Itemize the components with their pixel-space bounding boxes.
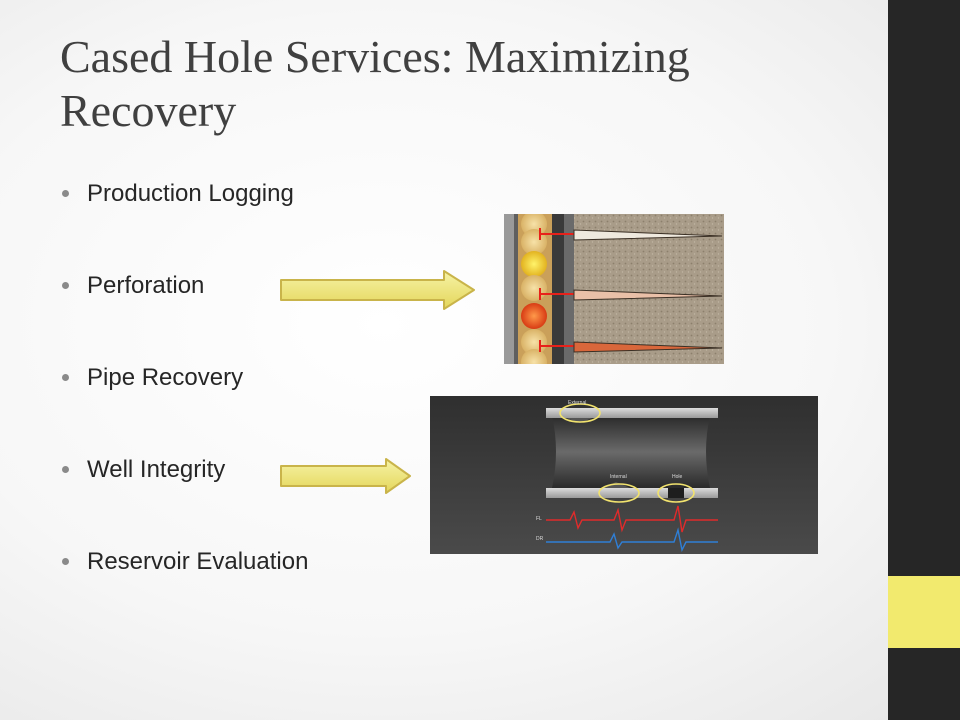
bullet-text: Reservoir Evaluation <box>87 548 309 575</box>
bullet-text: Pipe Recovery <box>87 364 244 391</box>
bullet-dot-icon <box>62 282 69 289</box>
perforation-image <box>504 214 724 364</box>
defect-label-internal: Internal <box>610 474 627 480</box>
bullet-item: Reservoir Evaluation <box>60 540 308 632</box>
defect-label-hole: Hole <box>672 474 683 480</box>
bullet-list: Production Logging Perforation Pipe Reco… <box>60 172 308 632</box>
slide-title: Cased Hole Services: Maximizing Recovery <box>60 31 690 136</box>
trace-label-fl: FL <box>536 516 542 522</box>
bullet-item: Pipe Recovery <box>60 356 308 448</box>
bullet-item: Well Integrity <box>60 448 308 540</box>
defect-label-external: External <box>568 400 586 406</box>
bullet-dot-icon <box>62 558 69 565</box>
dr-trace-line <box>546 527 718 553</box>
arrow-right-icon <box>280 270 475 310</box>
bullet-item: Production Logging <box>60 172 308 264</box>
well-integrity-diagram: External Internal Hole FL DR <box>430 396 818 554</box>
trace-label-dr: DR <box>536 536 544 542</box>
bullet-dot-icon <box>62 466 69 473</box>
bullet-dot-icon <box>62 190 69 197</box>
bullet-text: Well Integrity <box>87 456 226 483</box>
sidebar-accent-block <box>888 576 960 648</box>
bullet-text: Perforation <box>87 272 205 299</box>
fl-trace-line <box>546 505 718 533</box>
bullet-text: Production Logging <box>87 180 294 207</box>
bullet-dot-icon <box>62 374 69 381</box>
bullet-item: Perforation <box>60 264 308 356</box>
arrow-right-icon <box>280 458 411 494</box>
